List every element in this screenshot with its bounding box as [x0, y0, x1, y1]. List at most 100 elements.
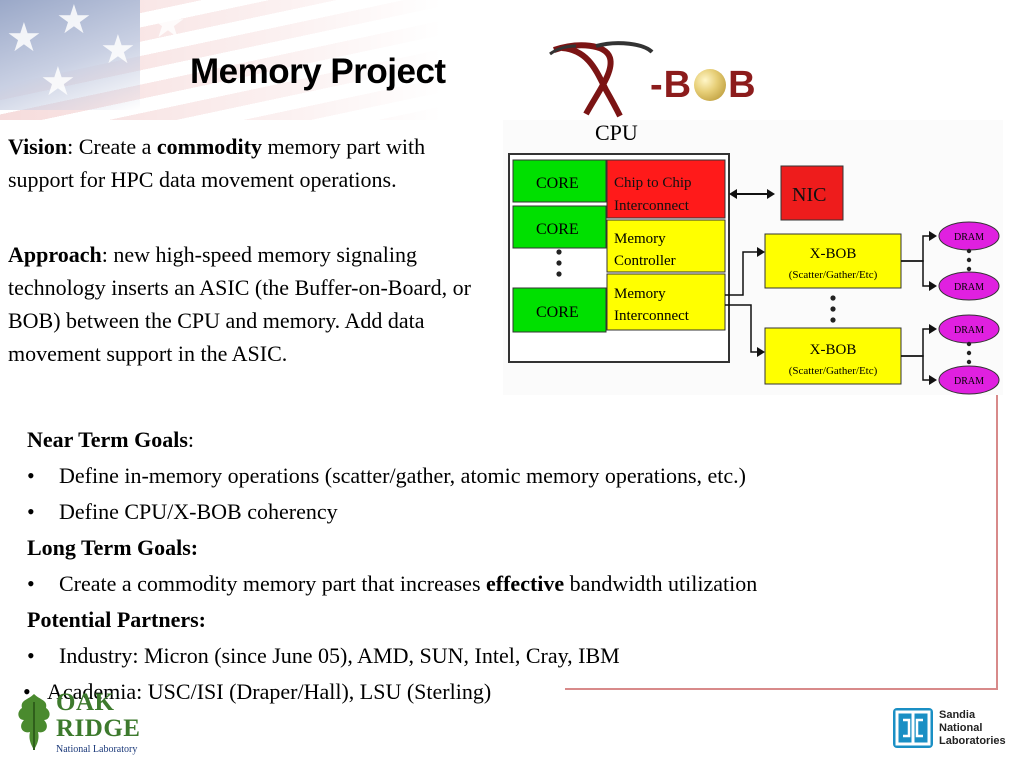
long-term-post: bandwidth utilization	[564, 571, 758, 596]
dot	[556, 249, 562, 255]
star-icon: ★	[100, 27, 136, 73]
approach-text: : new high-speed memory signaling techno…	[8, 242, 471, 366]
vision-label: Vision	[8, 134, 68, 159]
list-item: •Define CPU/X-BOB coherency	[27, 494, 987, 530]
memory-controller-line2: Controller	[614, 253, 676, 269]
list-item: • Industry: Micron (since June 05), AMD, …	[27, 638, 987, 674]
core-label-2: CORE	[536, 221, 579, 238]
dram-link	[901, 355, 933, 381]
link-xbob-2	[725, 304, 763, 353]
architecture-svg: CPU CORE CORE CORE Chip to Chip Intercon…	[508, 120, 1000, 395]
nic-box	[780, 165, 844, 221]
ornl-oak: OAK	[56, 689, 115, 716]
bullet-icon: •	[27, 463, 35, 488]
nic-label: NIC	[792, 184, 826, 206]
long-term-pre: Create a commodity memory part that incr…	[59, 571, 487, 596]
bullet-icon: •	[27, 571, 35, 596]
ornl-wordmark: OAK RIDGE National Laboratory	[56, 689, 141, 756]
memory-interconnect-box	[606, 273, 726, 331]
dot	[556, 260, 562, 266]
sandia-thunderbird-icon	[893, 708, 933, 748]
oak-leaf-icon	[18, 694, 50, 750]
vision-paragraph: Vision: Create a commodity memory part w…	[8, 130, 493, 196]
vision-bold-word: commodity	[156, 134, 262, 159]
page-title: Memory Project	[190, 52, 446, 91]
x-swoosh-icon	[549, 41, 654, 118]
link-xbob-1	[725, 251, 763, 296]
sandia-line-3: Laboratories	[939, 735, 1006, 747]
memory-interconnect-line1: Memory	[614, 286, 666, 302]
flag-banner: ★ ★ ★ ★ ★	[0, 0, 520, 120]
bullet-icon: •	[27, 643, 35, 668]
approach-paragraph: Approach: new high-speed memory signalin…	[8, 238, 493, 370]
xbob-title-1: X-BOB	[810, 246, 857, 262]
xbob-box-1	[764, 233, 902, 289]
bullet-icon: •	[23, 679, 31, 704]
dot	[830, 317, 836, 323]
dot	[966, 350, 972, 356]
list-item: • Academia: USC/ISI (Draper/Hall), LSU (S…	[23, 674, 987, 710]
ornl-lab: National Laboratory	[56, 744, 138, 755]
sandia-logo: Sandia National Laboratories	[893, 708, 1013, 754]
arrow-head-right	[767, 189, 775, 199]
core-box-1	[512, 159, 607, 203]
dram-label-3: DRAM	[954, 325, 984, 336]
sandia-line-1: Sandia	[939, 709, 976, 721]
xbob-wordmark-right: B	[728, 64, 757, 106]
arrow-head	[929, 231, 937, 241]
dot	[830, 306, 836, 312]
goals-section: Near Term Goals: •Define in-memory opera…	[23, 422, 987, 710]
dot	[966, 248, 972, 254]
dram-label-2: DRAM	[954, 282, 984, 293]
dot	[966, 257, 972, 263]
partners-item-1: Industry: Micron (since June 05), AMD, S…	[59, 643, 620, 668]
star-icon: ★	[56, 0, 92, 43]
core-box-2	[512, 205, 607, 249]
star-icon: ★	[40, 59, 76, 105]
bullet-icon: •	[27, 499, 35, 524]
xbob-title-2: X-BOB	[810, 342, 857, 358]
arrow-head	[929, 324, 937, 334]
ornl-ridge: RIDGE	[56, 715, 141, 742]
dot	[830, 295, 836, 301]
xbob-sub-1: (Scatter/Gather/Etc)	[789, 269, 878, 281]
core-label-1: CORE	[536, 175, 579, 192]
arrow-head	[929, 281, 937, 291]
partners-item-2: Academia: USC/ISI (Draper/Hall), LSU (St…	[47, 679, 492, 704]
star-icon: ★	[6, 15, 42, 61]
xbob-box-2	[764, 327, 902, 385]
architecture-diagram: CPU CORE CORE CORE Chip to Chip Intercon…	[503, 120, 1003, 395]
near-term-colon: :	[187, 427, 195, 452]
memory-controller-box	[606, 219, 726, 273]
divider-vertical	[996, 395, 998, 690]
golden-ball-icon	[694, 69, 727, 101]
dram-label-1: DRAM	[954, 232, 984, 243]
vision-text-pre: : Create a	[67, 134, 157, 159]
arrow-head-left	[729, 189, 737, 199]
chip-to-chip-line2: Interconnect	[614, 198, 690, 214]
long-term-bold: effective	[486, 571, 565, 596]
near-term-heading: Near Term Goals	[27, 427, 188, 452]
partners-heading: Potential Partners:	[27, 607, 206, 632]
partners-heading-line: Potential Partners:	[27, 602, 987, 638]
xbob-logo: -B B	[548, 40, 778, 120]
memory-controller-line1: Memory	[614, 231, 666, 247]
xbob-sub-2: (Scatter/Gather/Etc)	[789, 365, 878, 377]
xbob-wordmark-left: -B	[650, 64, 693, 106]
arrow-head	[757, 247, 765, 257]
cpu-label: CPU	[595, 120, 638, 145]
approach-label: Approach	[8, 242, 102, 267]
list-item: • Create a commodity memory part that inc…	[27, 566, 987, 602]
ornl-logo: OAK RIDGE National Laboratory	[14, 690, 154, 762]
chip-to-chip-line1: Chip to Chip	[614, 175, 692, 191]
arrow-head	[929, 375, 937, 385]
dot	[966, 266, 972, 272]
dot	[556, 271, 562, 277]
memory-interconnect-line2: Interconnect	[614, 308, 690, 324]
divider-horizontal	[565, 688, 998, 690]
dot	[966, 341, 972, 347]
arrow-head	[757, 347, 765, 357]
chip-to-chip-box	[606, 159, 726, 219]
dot	[966, 359, 972, 365]
flag-canton	[0, 0, 140, 110]
